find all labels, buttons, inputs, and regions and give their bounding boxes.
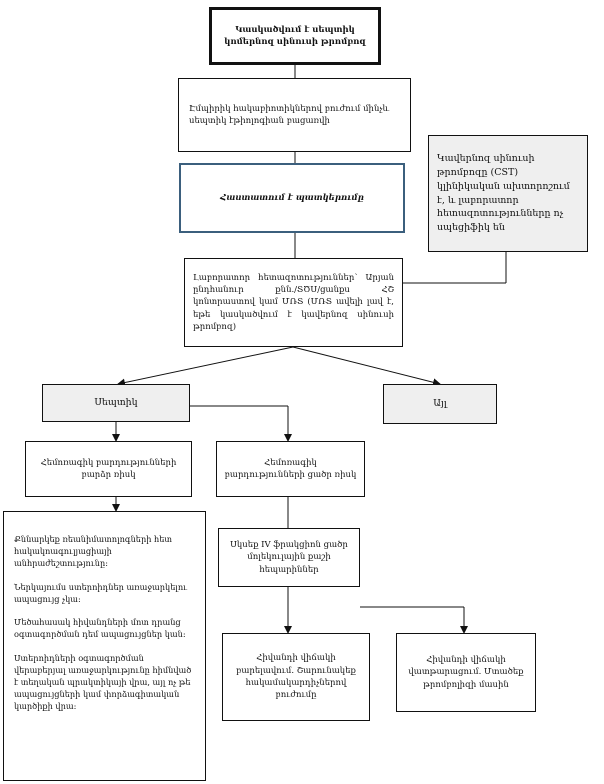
imaging-confirms-label: Հաստատում է պատկերումը [220, 192, 364, 203]
patient-improves-box: Հիվանդի վիճակի բարելավում. Շարունակեք հա… [222, 633, 370, 721]
suspected-septic-cst-box: Կասկածվում է սեպտիկ կոմերնոզ սինուսի թրո… [209, 7, 381, 65]
notes-box: Քննարկեք ռեանիմատոլոգների հետ հակակոագու… [3, 511, 206, 781]
empiric-antibiotics-label: Էմպիրիկ հակաբիոտիկներով բուժում մինչև սե… [189, 103, 390, 126]
other-box: Այլ [383, 384, 497, 424]
high-hemorrhagic-risk-box: Հեմոռագիկ բարդությունների բարձր ռիսկ [25, 441, 192, 497]
septic-label: Սեպտիկ [94, 397, 138, 409]
arrow-lab-other [292, 346, 441, 387]
patient-worsens-label: Հիվանդի վիճակի վատթարացում. Մտածեք թրոմբ… [408, 655, 524, 690]
note-item: Ներկայումս ստերոիդներ առաջարկելու ապացու… [14, 581, 188, 604]
arrow-lab-septic [117, 346, 294, 387]
cst-clinical-diagnosis-box: Կավերնոզ սինուսի թրոմբոզը (CST) կլինիկակ… [428, 135, 588, 252]
low-hemorrhagic-risk-box: Հեմոռագիկ բարդությունների ցածր ռիսկ [216, 441, 365, 497]
note-item: Քննարկեք ռեանիմատոլոգների հետ հակակոագու… [14, 534, 172, 568]
notes-list: Քննարկեք ռեանիմատոլոգների հետ հակակոագու… [14, 534, 197, 725]
start-lmwh-box: Սկսեք IV ֆրակցիոն ցածր մոլեկուլային քաշի… [218, 528, 360, 587]
start-lmwh-label: Սկսեք IV ֆրակցիոն ցածր մոլեկուլային քաշի… [230, 540, 348, 575]
low-hemorrhagic-risk-label: Հեմոռագիկ բարդությունների ցածր ռիսկ [224, 457, 357, 480]
patient-worsens-box: Հիվանդի վիճակի վատթարացում. Մտածեք թրոմբ… [396, 633, 536, 712]
lab-tests-box: Լաբորատոր հետազոտություններ՝ Արյան ընդհա… [184, 258, 403, 347]
high-hemorrhagic-risk-label: Հեմոռագիկ բարդությունների բարձր ռիսկ [40, 457, 177, 480]
septic-box: Սեպտիկ [42, 384, 190, 422]
suspected-septic-cst-label: Կասկածվում է սեպտիկ կոմերնոզ սինուսի թրո… [224, 24, 366, 47]
patient-improves-label: Հիվանդի վիճակի բարելավում. Շարունակեք հա… [236, 653, 356, 701]
other-label: Այլ [433, 398, 447, 410]
note-item: Մեծահասակ հիվանդների մոտ դրանց օգտագործմ… [14, 617, 186, 640]
imaging-confirms-box: Հաստատում է պատկերումը [179, 163, 405, 233]
lab-tests-label: Լաբորատոր հետազոտություններ՝ Արյան ընդհա… [193, 272, 394, 332]
note-item: Ստերոիդների օգտագործման վերաբերյալ առաջա… [14, 653, 192, 711]
empiric-antibiotics-box: Էմպիրիկ հակաբիոտիկներով բուժում մինչև սե… [178, 78, 411, 152]
cst-clinical-diagnosis-label: Կավերնոզ սինուսի թրոմբոզը (CST) կլինիկակ… [437, 153, 570, 234]
